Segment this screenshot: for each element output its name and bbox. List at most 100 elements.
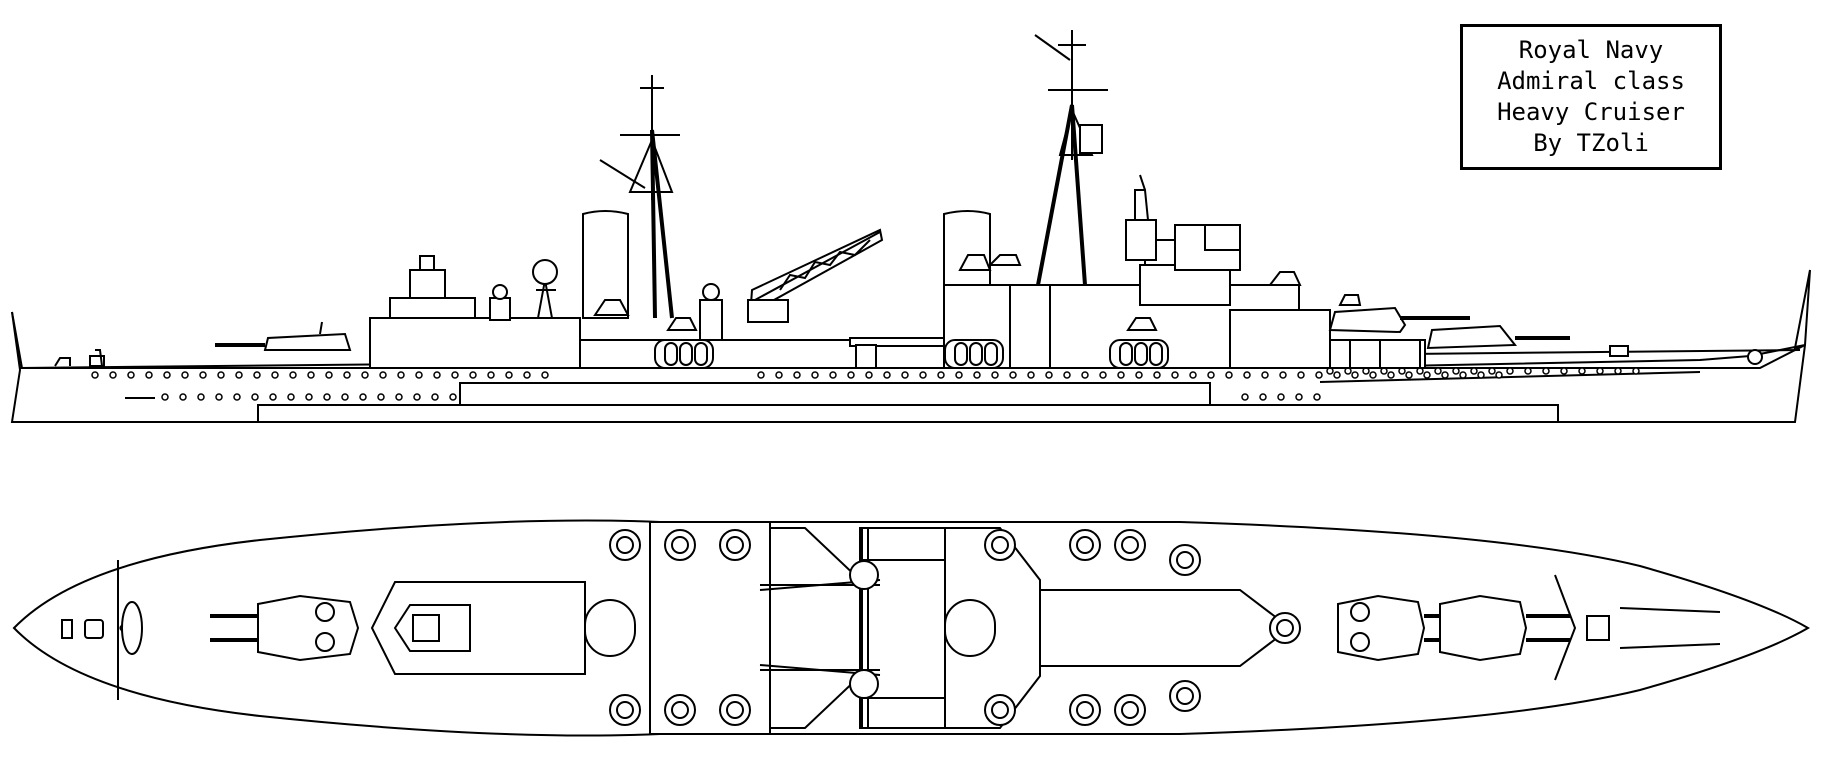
aa-mount <box>984 694 1016 726</box>
porthole <box>541 371 549 379</box>
porthole <box>1081 371 1089 379</box>
aa-mount-inner <box>1076 536 1094 554</box>
porthole <box>1277 393 1285 401</box>
porthole <box>163 371 171 379</box>
side-portholes <box>91 367 1640 401</box>
porthole <box>199 371 207 379</box>
porthole <box>1207 371 1215 379</box>
porthole <box>1063 371 1071 379</box>
porthole <box>1295 393 1303 401</box>
aa-mount <box>609 529 641 561</box>
porthole <box>145 371 153 379</box>
side-boats-forward <box>654 339 714 369</box>
aa-mount <box>664 529 696 561</box>
aa-mount <box>719 694 751 726</box>
aa-mount-inner <box>726 701 744 719</box>
side-turret-x <box>1328 306 1407 334</box>
porthole <box>1313 393 1321 401</box>
title-line-4: By TZoli <box>1533 129 1649 157</box>
aa-mount <box>664 694 696 726</box>
porthole <box>1351 371 1359 379</box>
porthole <box>377 393 385 401</box>
porthole <box>793 371 801 379</box>
porthole <box>91 371 99 379</box>
title-line-2: Admiral class <box>1497 67 1685 95</box>
porthole <box>955 371 963 379</box>
porthole <box>1488 367 1496 375</box>
porthole <box>757 371 765 379</box>
porthole <box>1596 367 1604 375</box>
porthole <box>289 371 297 379</box>
porthole <box>973 371 981 379</box>
porthole <box>449 393 457 401</box>
porthole <box>1423 371 1431 379</box>
porthole <box>433 371 441 379</box>
porthole <box>487 371 495 379</box>
aa-mount <box>1269 612 1301 644</box>
aa-mount-inner <box>991 701 1009 719</box>
porthole <box>397 371 405 379</box>
aa-mount <box>1114 694 1146 726</box>
porthole <box>505 371 513 379</box>
porthole <box>847 371 855 379</box>
side-funnel-forward <box>582 210 629 319</box>
porthole <box>379 371 387 379</box>
porthole <box>1189 371 1197 379</box>
porthole <box>271 371 279 379</box>
porthole <box>395 393 403 401</box>
plan-turret-x <box>1337 594 1440 662</box>
porthole <box>829 371 837 379</box>
side-mainmast <box>1036 104 1087 286</box>
porthole <box>1261 371 1269 379</box>
aa-mount <box>609 694 641 726</box>
porthole <box>1387 371 1395 379</box>
porthole <box>865 371 873 379</box>
side-turret-b <box>263 332 352 351</box>
aa-mount-inner <box>991 536 1009 554</box>
porthole <box>181 371 189 379</box>
porthole <box>919 371 927 379</box>
aa-mount <box>1069 529 1101 561</box>
porthole <box>1099 371 1107 379</box>
porthole <box>937 371 945 379</box>
porthole <box>1171 371 1179 379</box>
porthole <box>1405 371 1413 379</box>
aa-mount-inner <box>616 701 634 719</box>
porthole <box>1241 393 1249 401</box>
porthole <box>325 371 333 379</box>
porthole <box>251 393 259 401</box>
title-line-3: Heavy Cruiser <box>1497 98 1685 126</box>
porthole <box>1333 371 1341 379</box>
aa-mount <box>1169 680 1201 712</box>
porthole <box>1315 371 1323 379</box>
porthole <box>287 393 295 401</box>
porthole <box>343 371 351 379</box>
porthole <box>1477 371 1485 379</box>
side-foremast <box>650 129 674 319</box>
aa-mount <box>719 529 751 561</box>
porthole <box>1459 371 1467 379</box>
porthole <box>269 393 277 401</box>
porthole <box>1495 371 1503 379</box>
aa-mount-inner <box>726 536 744 554</box>
porthole <box>215 393 223 401</box>
porthole <box>235 371 243 379</box>
porthole <box>1135 371 1143 379</box>
porthole <box>1225 371 1233 379</box>
porthole <box>1117 371 1125 379</box>
aa-mount-inner <box>1176 551 1194 569</box>
porthole <box>1434 367 1442 375</box>
plan-turret-y <box>1439 594 1570 662</box>
side-profile <box>10 30 1811 423</box>
porthole <box>305 393 313 401</box>
porthole <box>1243 371 1251 379</box>
porthole <box>991 371 999 379</box>
porthole <box>323 393 331 401</box>
aa-mount-inner <box>671 536 689 554</box>
porthole <box>883 371 891 379</box>
side-boats-after <box>944 339 1169 369</box>
porthole <box>415 371 423 379</box>
porthole <box>127 371 135 379</box>
porthole <box>1045 371 1053 379</box>
